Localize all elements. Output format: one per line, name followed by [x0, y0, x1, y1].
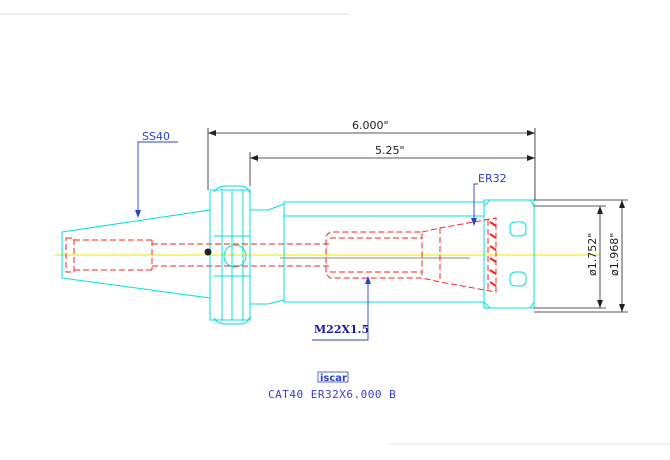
callout-taper: SS40 — [142, 130, 170, 143]
logo-text: iscar — [320, 373, 347, 384]
dim-body-length: 5.25" — [375, 144, 405, 157]
collet-hatch — [489, 221, 497, 287]
dimension-arrows — [208, 130, 625, 312]
logo-frame — [317, 371, 349, 383]
drive-key-circle — [223, 244, 247, 268]
hidden-lines — [65, 217, 497, 293]
body-outline — [283, 201, 485, 303]
holder-outline — [61, 185, 535, 325]
dimension-lines — [207, 128, 628, 313]
callout-arrows — [135, 210, 477, 284]
dim-diameter-outer: ø1.968" — [608, 233, 621, 276]
callout-collet: ER32 — [478, 172, 507, 185]
retention-dot — [204, 248, 212, 256]
flange-outline — [209, 189, 251, 321]
dim-overall-length: 6.000" — [352, 119, 389, 132]
callout-leaders — [137, 141, 478, 341]
part-caption: CAT40 ER32X6.000 B — [268, 388, 396, 401]
taper-outline — [61, 209, 211, 299]
callout-thread: M22X1.5 — [314, 323, 369, 336]
logo: iscar — [317, 371, 349, 384]
nut-outline — [483, 199, 535, 309]
dim-diameter-inner: ø1.752" — [586, 233, 599, 276]
